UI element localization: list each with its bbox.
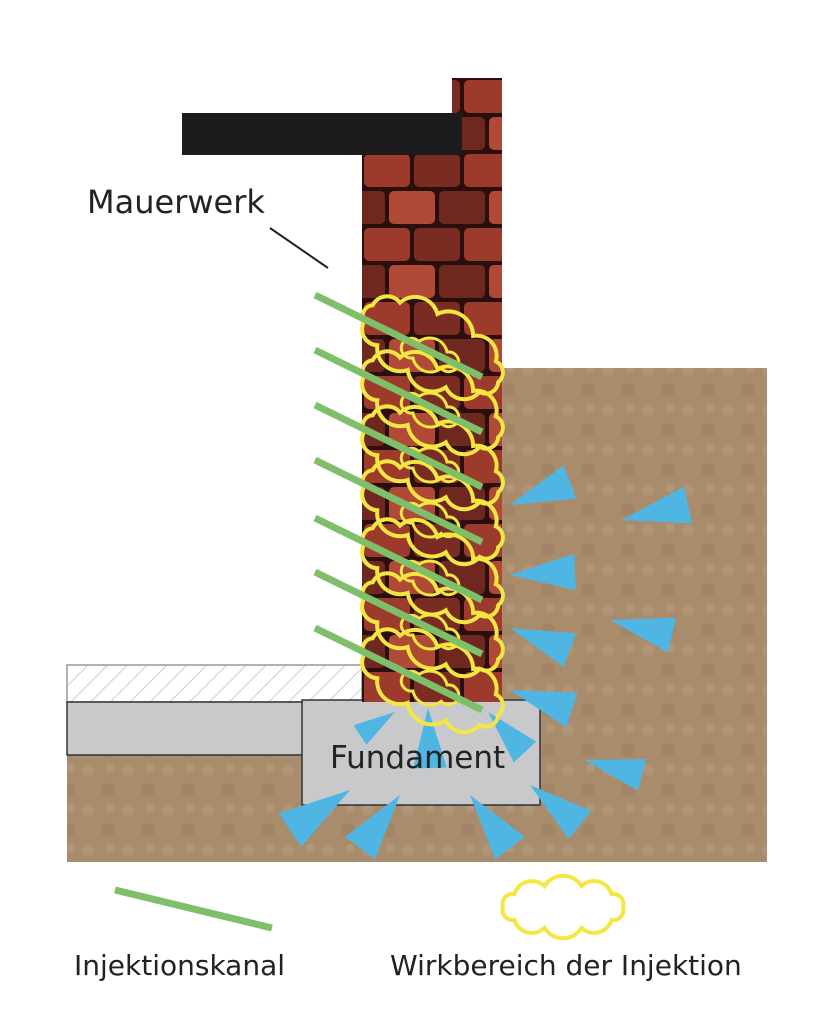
pressure-arrow	[345, 795, 400, 860]
pressure-arrow	[488, 712, 537, 763]
pressure-arrow	[510, 690, 578, 728]
pressure-arrow	[530, 785, 592, 839]
injection-zone-cloud	[360, 517, 505, 625]
pressure-arrow	[353, 712, 395, 745]
pressure-arrow	[470, 795, 525, 860]
injection-zone-cloud	[360, 627, 505, 735]
floor-screed	[66, 664, 363, 703]
masonry-leader-line	[269, 227, 329, 269]
masonry-label: Mauerwerk	[87, 183, 265, 221]
foundation-label: Fundament	[330, 740, 505, 776]
foundation-block	[301, 699, 541, 806]
injection-channel-line	[313, 568, 484, 658]
injection-channel-line	[313, 514, 484, 604]
injection-zone-cloud	[360, 294, 505, 402]
injection-channel-line	[313, 624, 484, 714]
pressure-arrow	[585, 759, 647, 791]
pressure-arrow	[610, 617, 677, 653]
pressure-arrow	[622, 486, 693, 524]
injection-channel-line	[313, 291, 484, 381]
legend-cloud-shape	[500, 873, 626, 941]
pressure-arrow	[510, 628, 577, 667]
injection-zone-cloud-inner	[399, 669, 461, 707]
pressure-arrow	[278, 790, 350, 847]
pressure-arrow	[413, 708, 447, 769]
floor-slab	[66, 701, 308, 756]
legend-label-zone: Wirkbereich der Injektion	[390, 949, 742, 982]
pressure-arrow	[510, 553, 576, 591]
roof-slab	[182, 113, 462, 155]
injection-channel-line	[313, 346, 484, 436]
legend-yellow-cloud-icon	[500, 873, 626, 941]
injection-channels	[313, 291, 484, 714]
injection-zone-cloud	[360, 459, 505, 567]
legend-label-channel: Injektionskanal	[74, 949, 285, 982]
injection-zone-cloud-inner	[399, 501, 461, 539]
injection-zone-cloud	[360, 349, 505, 457]
injection-zones	[360, 294, 505, 735]
injection-zone-cloud	[360, 404, 505, 512]
injection-zone-cloud	[360, 571, 505, 679]
injection-channel-line	[313, 401, 484, 491]
pressure-arrow	[510, 465, 577, 505]
injection-channel-line	[313, 456, 484, 546]
legend-green-line-icon	[114, 886, 273, 932]
pressure-arrows	[278, 465, 693, 860]
